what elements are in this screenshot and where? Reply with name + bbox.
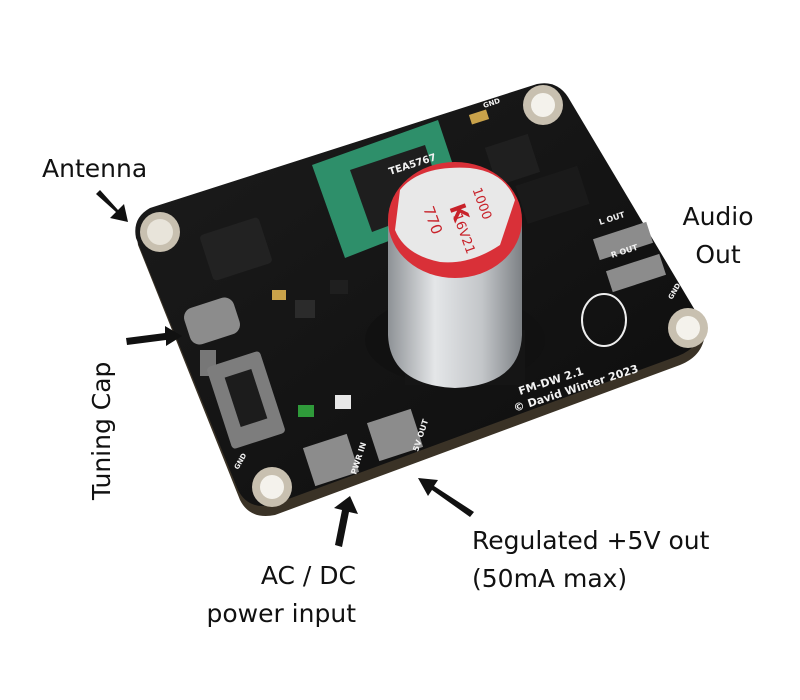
arrow-antenna (96, 190, 128, 222)
tuning-cap-pad (184, 297, 240, 345)
smd-components (200, 109, 590, 376)
tuning-cap-label: Tuning Cap (87, 361, 116, 500)
callout-arrows (96, 190, 474, 547)
regulated-out-callout: Regulated +5V out (50mA max) (472, 522, 709, 598)
mounting-holes (140, 85, 708, 507)
power-pads: PWR IN 5V OUT (298, 395, 430, 487)
audio-out-line-1: Audio (682, 202, 754, 231)
tuning-cap-callout: Tuning Cap (86, 300, 118, 500)
power-input-line-2: power input (206, 599, 356, 628)
antenna-label: Antenna (42, 154, 148, 183)
power-input-line-1: AC / DC (260, 561, 356, 590)
power-input-callout: AC / DC power input (166, 557, 356, 633)
arrow-power (334, 496, 358, 547)
regulated-out-line-1: Regulated +5V out (472, 526, 710, 555)
antenna-callout: Antenna (42, 153, 147, 185)
regulated-out-line-2: (50mA max) (472, 564, 628, 593)
arrow-tuning (126, 326, 182, 346)
slide-switch (207, 351, 285, 449)
arrow-regulated (418, 478, 474, 517)
electrolytic-capacitor: K 770 16V21 1000 (365, 162, 545, 388)
audio-out-line-2: Out (695, 240, 741, 269)
audio-out-callout: Audio Out (668, 198, 768, 274)
